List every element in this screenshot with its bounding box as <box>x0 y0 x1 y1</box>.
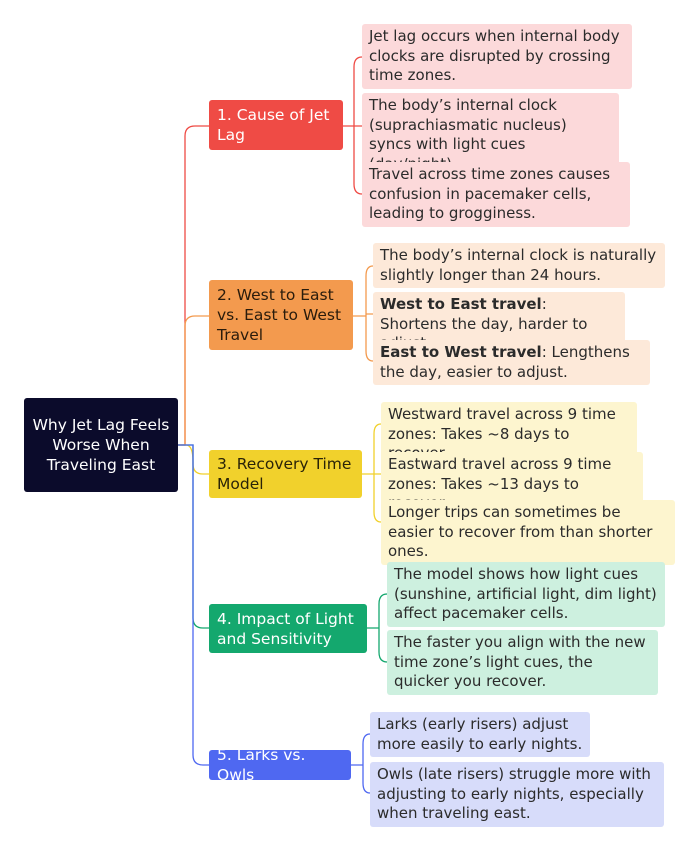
branch-label: 5. Larks vs. Owls <box>217 746 306 784</box>
leaf-recovery-3: Longer trips can sometimes be easier to … <box>381 500 675 565</box>
branch-label: 2. West to East vs. East to West Travel <box>217 286 342 344</box>
root-node: Why Jet Lag Feels Worse When Traveling E… <box>24 398 178 492</box>
leaf-west-east-3: East to West travel: Lengthens the day, … <box>373 340 650 385</box>
branch-label: 4. Impact of Light and Sensitivity <box>217 609 354 648</box>
leaf-larks-owls-1: Larks (early risers) adjust more easily … <box>370 712 590 757</box>
leaf-larks-owls-2: Owls (late risers) struggle more with ad… <box>370 762 664 827</box>
leaf-bracket-1 <box>343 56 363 195</box>
leaf-light-1: The model shows how light cues (sunshine… <box>387 562 665 627</box>
leaf-cause-1: Jet lag occurs when internal body clocks… <box>362 24 632 89</box>
branch-larks-owls: 5. Larks vs. Owls <box>209 746 351 784</box>
leaf-cause-3: Travel across time zones causes confusio… <box>362 162 630 227</box>
root-connector-red <box>178 125 209 446</box>
branch-cause: 1. Cause of Jet Lag <box>209 100 343 150</box>
root-connector-orange <box>178 315 209 446</box>
leaf-light-2: The faster you align with the new time z… <box>387 630 658 695</box>
branch-label: 1. Cause of Jet Lag <box>217 106 330 144</box>
leaf-bracket-2 <box>353 265 374 362</box>
root-title: Why Jet Lag Feels Worse When Traveling E… <box>32 416 170 474</box>
leaf-bracket-3 <box>362 423 382 523</box>
branch-light: 4. Impact of Light and Sensitivity <box>209 604 367 653</box>
root-connector-blue <box>178 444 209 766</box>
branch-recovery: 3. Recovery Time Model <box>209 450 362 498</box>
leaf-bracket-4 <box>367 593 388 663</box>
leaf-bracket-5 <box>351 733 371 794</box>
leaf-west-east-1: The body’s internal clock is naturally s… <box>373 243 665 288</box>
branch-label: 3. Recovery Time Model <box>217 455 352 493</box>
branch-west-east: 2. West to East vs. East to West Travel <box>209 280 353 350</box>
